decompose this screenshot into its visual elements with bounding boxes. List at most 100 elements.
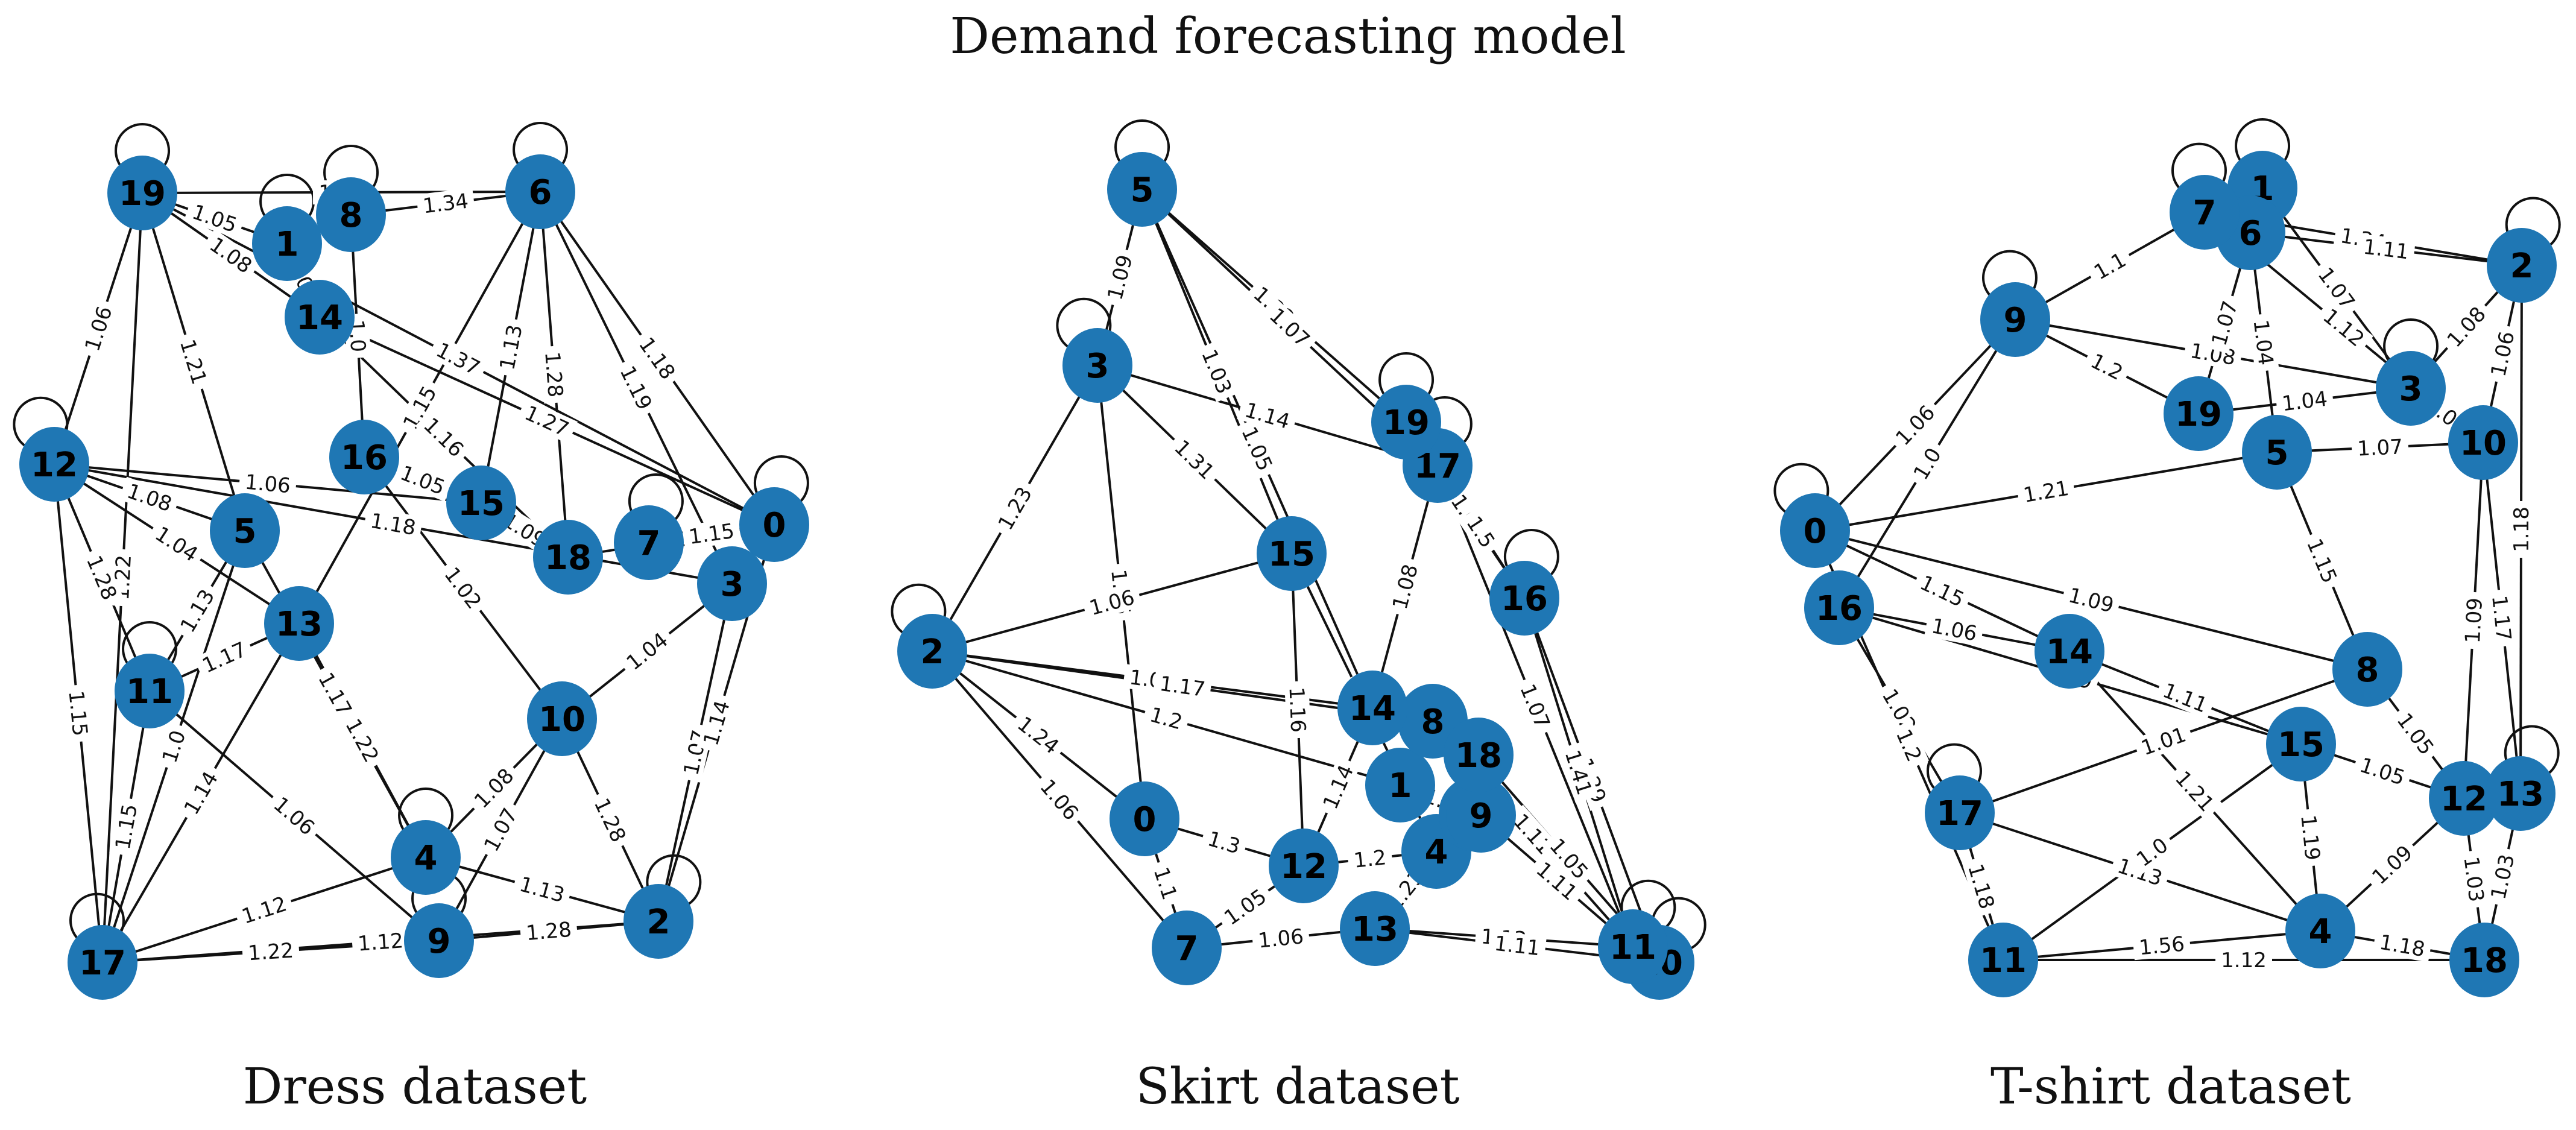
edge-weight-bg [2127, 829, 2177, 875]
node-circle [285, 280, 355, 355]
edge-weight-text: 1.27 [521, 401, 572, 442]
edge-weight-label: 1.06 [78, 298, 119, 359]
skirt-panel-caption: Skirt dataset [1135, 1058, 1459, 1116]
edge-weight-label: 1.11 [2154, 675, 2217, 720]
edge-weight-text: 1.06 [80, 303, 117, 354]
edge-weight-bg [681, 517, 742, 550]
edge-weight-text: 1.06 [1257, 924, 1304, 953]
edge-weight-bg [2438, 297, 2495, 356]
node-label: 16 [1816, 589, 1863, 628]
node-label: 18 [1455, 736, 1502, 775]
edge-weight-bg [1889, 720, 1929, 771]
node-5: 5 [2242, 415, 2312, 490]
edge-weight-bg [201, 229, 261, 282]
edge-weight-bg [1527, 853, 1586, 909]
node-label: 11 [126, 672, 173, 712]
node-circle [2429, 761, 2499, 836]
edge-weight-text: 1.2 [1353, 845, 1387, 873]
node-label: 11 [1980, 941, 2027, 980]
edge-weight-bg [2487, 589, 2517, 648]
edge-weight-bg [540, 345, 569, 404]
edge-weight-label: 1.13 [172, 580, 223, 642]
tshirt-panel-caption: T-shirt dataset [1990, 1058, 2351, 1116]
figure-title: Demand forecasting model [950, 8, 1626, 65]
node-circle [115, 654, 185, 728]
edge-weight-label: 1.5 [1459, 507, 1503, 557]
edge-weight-bg [2060, 581, 2122, 619]
edge-weight-label: 1.15 [109, 797, 143, 857]
edge-weight-bg [1237, 396, 1298, 435]
edge-weight-label: 1.07 [2351, 434, 2409, 461]
edge-weight-label: 1.21 [2016, 475, 2076, 508]
edge-weight-text: 1.2 [1147, 702, 1185, 734]
node-circle [2035, 614, 2104, 689]
edge-weight-bg [1346, 844, 1394, 873]
node-label: 9 [428, 922, 451, 961]
node-circle [210, 493, 280, 568]
node-label: 0 [1804, 512, 1827, 551]
edge-weight-bg [2508, 500, 2534, 558]
edge-weight-text: 1.07 [1515, 681, 1555, 732]
edge-weight-bg [2484, 846, 2521, 907]
node-7: 7 [614, 505, 684, 580]
edge-weight-bg [2132, 930, 2191, 961]
edge-weight-bg [990, 478, 1040, 539]
edge-weight-bg [1251, 923, 1310, 953]
node-label: 5 [2265, 434, 2289, 473]
node-circle [897, 614, 967, 689]
edge-weight-bg [1315, 756, 1361, 818]
edge-weight-bg [1487, 930, 1547, 961]
edge-weight-bg [1911, 567, 1974, 614]
edge-weight-label: 1.22 [241, 938, 300, 965]
edge-weight-label: 1.12 [233, 889, 295, 930]
node-circle [2285, 894, 2355, 968]
node-circle [527, 681, 597, 756]
node-label: 5 [233, 512, 257, 551]
node-label: 16 [1501, 579, 1548, 619]
edge-weight-label: 1.09 [1101, 247, 1138, 308]
edge-weight-bg [1215, 880, 1275, 933]
node-16: 16 [1489, 561, 1559, 636]
edge-weight-label: 1.1 [1147, 859, 1184, 908]
edge-weight-text: 1.18 [1963, 861, 1999, 912]
edge-weight-bg [631, 328, 684, 388]
node-label: 14 [1349, 689, 1396, 728]
edge-weight-label: 1.18 [2508, 500, 2534, 558]
edge-weight-bg [1234, 417, 1280, 480]
edge-weight-bg [1008, 708, 1069, 762]
edge-weight-bg [363, 507, 423, 541]
edge-weight-text: 1.15 [111, 802, 142, 851]
edge-weight-bg [2082, 346, 2132, 388]
node-15: 15 [2266, 707, 2336, 781]
edge-weight-label: 1.1 [2085, 244, 2135, 288]
edge-weight-label: 1.04 [617, 624, 677, 678]
node-circle [2376, 351, 2446, 426]
node-circle [2332, 632, 2402, 707]
edge-weight-bg [1905, 438, 1949, 489]
edge-weight-label: 1.08 [1386, 556, 1424, 617]
edge-weight-text: 1.16 [1284, 686, 1310, 733]
edge-weight-label: 1.18 [363, 507, 423, 541]
edge-weight-label: 1.04 [2248, 312, 2279, 373]
node-circle [1489, 561, 1559, 636]
node-label: 8 [2356, 651, 2379, 690]
edge-weight-bg [493, 317, 528, 377]
dress-edge-labels: 1.191.051.081.061.221.211.341.01.081.181… [63, 180, 742, 965]
node-circle [391, 820, 461, 895]
node-3: 3 [697, 546, 767, 621]
node-circle [533, 520, 603, 595]
edge-weight-bg [2248, 312, 2279, 373]
node-circle [2448, 405, 2518, 480]
node-circle [697, 546, 767, 621]
edge-weight-label: 1.17 [1152, 670, 1213, 702]
node-label: 12 [1280, 847, 1327, 886]
node-circle [2266, 707, 2336, 781]
node-17: 17 [68, 925, 137, 1000]
node-label: 19 [2175, 395, 2222, 434]
edge-weight-text: 1.11 [2362, 235, 2410, 265]
node-circle [1257, 516, 1327, 591]
edge-weight-bg [265, 788, 324, 844]
node-label: 6 [529, 173, 552, 212]
node-4: 4 [391, 820, 461, 895]
edge-weight-bg [1141, 700, 1191, 736]
